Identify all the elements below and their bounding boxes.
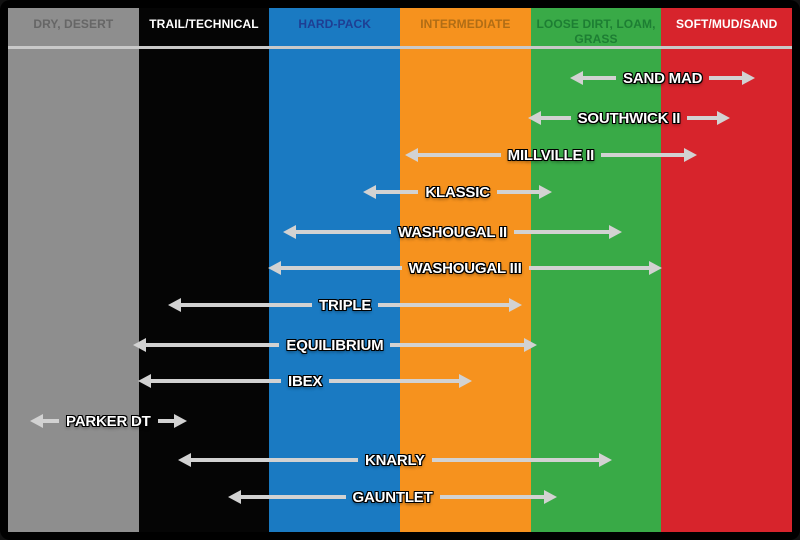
- tire-label: PARKER DT: [66, 412, 151, 430]
- chart-area: DRY, DESERT TRAIL/TECHNICAL HARD-PACK IN…: [8, 8, 792, 532]
- arrow-line-left: [540, 116, 571, 120]
- tire-label: KLASSIC: [425, 183, 490, 201]
- terrain-column-label: LOOSE DIRT, LOAM, GRASS: [536, 17, 656, 46]
- arrow-right-head-icon: [173, 414, 187, 428]
- arrow-right-head-icon: [742, 71, 756, 85]
- arrow-line-right: [157, 419, 174, 423]
- terrain-column: INTERMEDIATE: [400, 8, 531, 532]
- terrain-columns: DRY, DESERT TRAIL/TECHNICAL HARD-PACK IN…: [8, 8, 792, 532]
- arrow-line-right: [709, 76, 743, 80]
- arrow-line-right: [431, 458, 599, 462]
- tire-range-row: EQUILIBRIUM: [132, 334, 538, 356]
- arrow-right-head-icon: [684, 148, 698, 162]
- tire-range-row: WASHOUGAL III: [268, 257, 662, 279]
- arrow-line-right: [514, 230, 609, 234]
- arrow-line-left: [583, 76, 617, 80]
- arrow-right-head-icon: [459, 374, 473, 388]
- arrow-left-head-icon: [178, 453, 192, 467]
- arrow-line-left: [151, 379, 282, 383]
- terrain-column-label: DRY, DESERT: [33, 17, 114, 31]
- tire-label: WASHOUGAL II: [398, 223, 508, 241]
- tire-label: WASHOUGAL III: [408, 259, 522, 277]
- terrain-column: HARD-PACK: [269, 8, 401, 532]
- terrain-column: TRAIL/TECHNICAL: [138, 8, 270, 532]
- tire-label: SOUTHWICK II: [577, 109, 681, 127]
- arrow-line-left: [417, 153, 501, 157]
- arrow-line-right: [390, 343, 525, 347]
- arrow-left-head-icon: [29, 414, 43, 428]
- arrow-line-left: [42, 419, 60, 423]
- terrain-column-label: INTERMEDIATE: [420, 17, 511, 31]
- arrow-line-left: [296, 230, 392, 234]
- tire-range-row: KLASSIC: [363, 181, 553, 203]
- terrain-column-label: SOFT/MUD/SAND: [676, 17, 778, 31]
- tire-range-row: SAND MAD: [570, 67, 756, 89]
- arrow-line-right: [329, 379, 460, 383]
- arrow-right-head-icon: [648, 261, 662, 275]
- arrow-left-head-icon: [404, 148, 418, 162]
- arrow-line-right: [528, 266, 649, 270]
- terrain-column: SOFT/MUD/SAND: [661, 8, 792, 532]
- tire-label: KNARLY: [364, 451, 425, 469]
- arrow-line-left: [281, 266, 402, 270]
- arrow-left-head-icon: [527, 111, 541, 125]
- tire-label: MILLVILLE II: [507, 146, 595, 164]
- tire-label: TRIPLE: [319, 296, 372, 314]
- arrow-left-head-icon: [132, 338, 146, 352]
- arrow-left-head-icon: [167, 298, 181, 312]
- arrow-left-head-icon: [268, 261, 282, 275]
- tire-range-row: MILLVILLE II: [404, 144, 698, 166]
- arrow-line-left: [376, 190, 419, 194]
- arrow-right-head-icon: [608, 225, 622, 239]
- arrow-line-left: [180, 303, 313, 307]
- terrain-column-label: HARD-PACK: [298, 17, 372, 31]
- terrain-column-label: TRAIL/TECHNICAL: [149, 17, 259, 31]
- tire-label: EQUILIBRIUM: [286, 336, 384, 354]
- tire-range-row: KNARLY: [178, 449, 612, 471]
- arrow-line-right: [496, 190, 540, 194]
- tire-range-row: GAUNTLET: [228, 486, 557, 508]
- tire-label: GAUNTLET: [352, 488, 433, 506]
- arrow-right-head-icon: [509, 298, 523, 312]
- terrain-column: DRY, DESERT: [8, 8, 139, 532]
- arrow-left-head-icon: [570, 71, 584, 85]
- arrow-line-left: [241, 495, 346, 499]
- arrow-right-head-icon: [543, 490, 557, 504]
- arrow-left-head-icon: [363, 185, 377, 199]
- arrow-right-head-icon: [598, 453, 612, 467]
- arrow-line-right: [378, 303, 510, 307]
- header-separator-line: [8, 46, 792, 49]
- tire-range-row: IBEX: [138, 370, 473, 392]
- arrow-line-right: [601, 153, 685, 157]
- tire-range-row: TRIPLE: [167, 294, 523, 316]
- arrow-line-left: [145, 343, 280, 347]
- arrow-left-head-icon: [283, 225, 297, 239]
- tire-label: SAND MAD: [623, 69, 703, 87]
- arrow-right-head-icon: [524, 338, 538, 352]
- arrow-line-right: [687, 116, 718, 120]
- arrow-line-left: [191, 458, 358, 462]
- terrain-column: LOOSE DIRT, LOAM, GRASS: [530, 8, 662, 532]
- tire-range-row: PARKER DT: [29, 410, 187, 432]
- arrow-left-head-icon: [228, 490, 242, 504]
- tire-range-row: SOUTHWICK II: [527, 107, 731, 129]
- arrow-right-head-icon: [717, 111, 731, 125]
- arrow-line-right: [439, 495, 544, 499]
- tire-range-row: WASHOUGAL II: [283, 221, 622, 243]
- tire-label: IBEX: [288, 372, 323, 390]
- arrow-right-head-icon: [539, 185, 553, 199]
- tire-rows: SAND MAD SOUTHWICK II MILLVILLE II KLASS…: [8, 8, 792, 532]
- arrow-left-head-icon: [138, 374, 152, 388]
